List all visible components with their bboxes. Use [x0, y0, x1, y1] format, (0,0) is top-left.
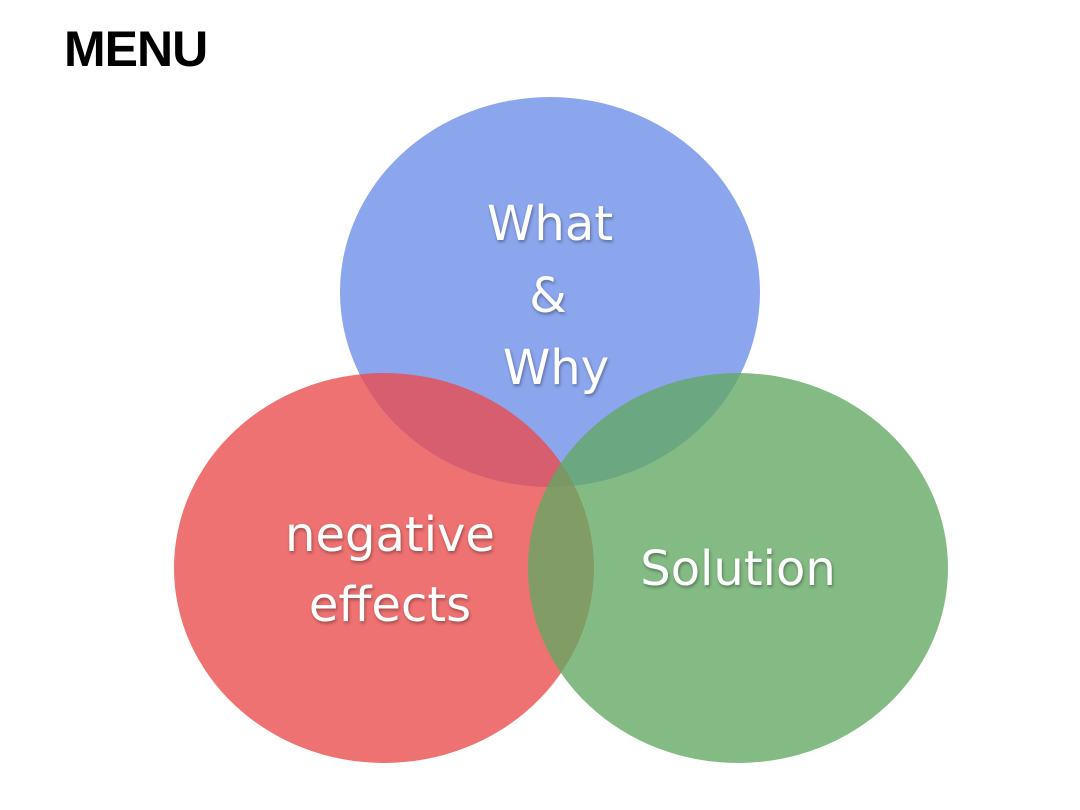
- circle-negative-effects: [174, 373, 594, 763]
- label-what-why-line-2: &: [529, 268, 567, 324]
- page-title: MENU: [64, 21, 208, 77]
- label-what-why-line-1: What: [486, 196, 614, 252]
- label-solution-line-1: Solution: [640, 541, 836, 597]
- circle-solution: [528, 373, 948, 763]
- label-what-why: What & Why: [430, 188, 670, 404]
- label-negative-effects-line-2: effects: [308, 577, 472, 633]
- label-what-why-line-3: Why: [502, 340, 610, 396]
- label-solution: Solution: [600, 533, 876, 605]
- label-negative-effects: negative effects: [250, 500, 530, 640]
- label-negative-effects-line-1: negative: [285, 507, 495, 563]
